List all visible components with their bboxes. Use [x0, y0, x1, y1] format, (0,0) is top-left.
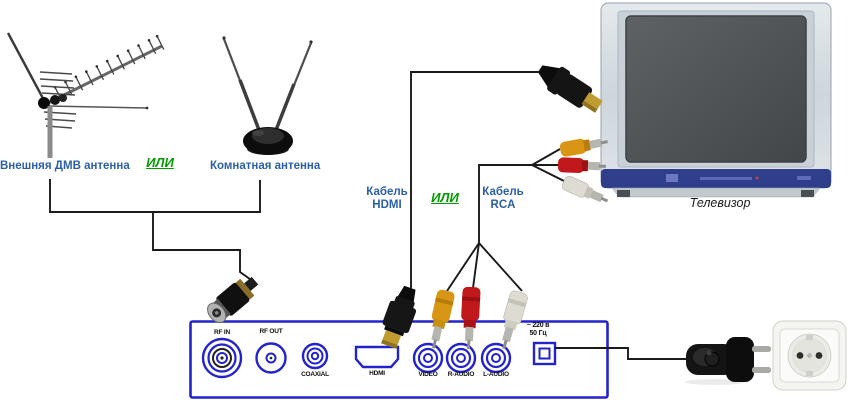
tv-power-button[interactable] — [666, 174, 678, 182]
antenna-plug[interactable] — [203, 272, 262, 327]
indoor-antenna-label: Комнатная антенна — [210, 160, 321, 172]
rca-tv-branches — [531, 148, 565, 182]
or-label-cables: ИЛИ — [431, 190, 459, 205]
power-cord — [555, 347, 690, 360]
hdmi-cable-label-line1: Кабель — [366, 186, 408, 198]
hdmi-label: HDMI — [369, 370, 385, 377]
coaxial-label: COAXIAL — [301, 371, 329, 378]
rf-in-port[interactable] — [201, 337, 243, 379]
tv-control — [797, 176, 811, 180]
rca-plug-white-receiver[interactable] — [495, 290, 529, 352]
plug-pin-top — [752, 346, 771, 352]
rf-out-port[interactable] — [255, 342, 287, 374]
rca-plugs-to-receiver — [425, 286, 529, 352]
rca-plug-red-receiver[interactable] — [459, 286, 481, 350]
rca-cable-label-line2: RCA — [490, 198, 516, 211]
wall-socket[interactable] — [772, 320, 847, 391]
hdmi-wire — [410, 71, 540, 290]
tv-led — [755, 176, 759, 180]
power-plug[interactable] — [685, 337, 771, 385]
coaxial-port[interactable] — [301, 342, 329, 370]
tv-foot-right — [801, 190, 814, 197]
rca-plug-yellow-tv[interactable] — [559, 134, 609, 157]
tv-brand-text — [700, 177, 752, 180]
rca-receiver-branches — [446, 242, 523, 292]
rca-plug-white-tv[interactable] — [561, 175, 611, 208]
hdmi-plug-to-receiver[interactable] — [376, 283, 424, 351]
indoor-antenna — [222, 36, 313, 155]
external-antenna-label: Внешняя ДМВ антенна — [0, 160, 130, 172]
power-voltage-label: ~ 220 в — [526, 322, 550, 329]
socket-hole-left — [796, 352, 804, 359]
rf-in-label: RF IN — [214, 329, 230, 336]
or-label-antennas: ИЛИ — [146, 155, 174, 170]
hdmi-cable-label: Кабель HDMI — [361, 186, 413, 211]
rca-cable-label-line1: Кабель — [482, 186, 524, 198]
rca-plug-yellow-receiver[interactable] — [425, 289, 456, 351]
video-port[interactable] — [412, 342, 444, 374]
plug-pin-bottom — [752, 367, 771, 373]
hdmi-port[interactable] — [354, 345, 400, 369]
outdoor-antenna — [6, 32, 165, 158]
rca-trunk-wire — [478, 164, 532, 243]
tv-screen — [625, 15, 807, 163]
rca-plugs-to-tv — [557, 134, 611, 208]
video-label: VIDEO — [418, 371, 438, 378]
power-rating-label: ~ 220 в 50 Гц — [518, 322, 558, 338]
rca-plug-red-tv[interactable] — [557, 157, 607, 174]
hdmi-plug-to-tv[interactable] — [533, 57, 607, 119]
receiver-rear-panel — [189, 320, 609, 399]
wires — [49, 71, 690, 360]
tv-foot-left — [617, 190, 630, 197]
r-audio-port[interactable] — [445, 342, 477, 374]
r-audio-label: R-AUDIO — [447, 371, 475, 378]
antenna-feed-wire — [152, 212, 255, 283]
l-audio-label: L-AUDIO — [483, 371, 509, 378]
hdmi-cable-label-line2: HDMI — [372, 198, 402, 211]
l-audio-port[interactable] — [480, 342, 512, 374]
rf-out-label: RF OUT — [259, 328, 283, 335]
socket-hole-right — [815, 352, 823, 359]
antenna-mast — [47, 106, 53, 158]
rca-cable-label: Кабель RCA — [478, 186, 528, 211]
antenna-merge-wire — [49, 179, 261, 213]
tv — [600, 2, 832, 198]
tv-label: Телевизор — [689, 196, 751, 210]
power-inlet[interactable] — [532, 341, 557, 366]
power-frequency-label: 50 Гц — [529, 330, 547, 337]
